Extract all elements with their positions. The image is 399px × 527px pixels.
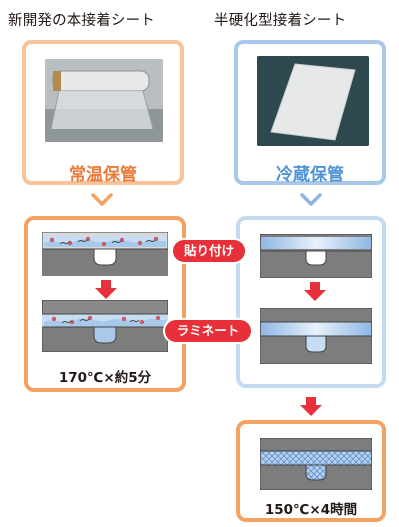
right-stage2-diagram bbox=[260, 308, 372, 364]
left-storage-card: 常温保管 bbox=[22, 40, 184, 185]
right-red-arrow-icon bbox=[304, 282, 326, 301]
right-column-title: 半硬化型接着シート bbox=[214, 13, 347, 29]
step-attach-label: 貼り付け bbox=[173, 240, 245, 262]
right-chevron-down-icon bbox=[300, 193, 322, 206]
right-red-arrow-2-icon bbox=[300, 397, 322, 416]
rolled-film-photo bbox=[45, 59, 163, 142]
left-chevron-down-icon bbox=[91, 193, 113, 206]
right-process-condition: 150℃×4時間 bbox=[264, 502, 358, 518]
right-cure-card: 150℃×4時間 bbox=[236, 420, 386, 522]
flat-sheet-photo bbox=[257, 56, 369, 146]
left-red-arrow-icon bbox=[95, 280, 117, 299]
left-process-condition: 170℃×約5分 bbox=[58, 370, 152, 386]
left-stage2-diagram bbox=[42, 300, 168, 352]
left-process-card: 170℃×約5分 bbox=[24, 216, 186, 392]
right-stage3-diagram bbox=[260, 438, 372, 490]
right-process-card bbox=[236, 216, 386, 388]
left-column-title: 新開発の本接着シート bbox=[8, 13, 155, 29]
right-storage-card: 冷蔵保管 bbox=[234, 40, 386, 185]
step-laminate-label: ラミネート bbox=[165, 320, 251, 342]
right-storage-label: 冷蔵保管 bbox=[276, 165, 344, 185]
left-storage-label: 常温保管 bbox=[69, 165, 137, 185]
right-stage1-diagram bbox=[260, 234, 372, 278]
left-stage1-diagram bbox=[42, 232, 168, 276]
